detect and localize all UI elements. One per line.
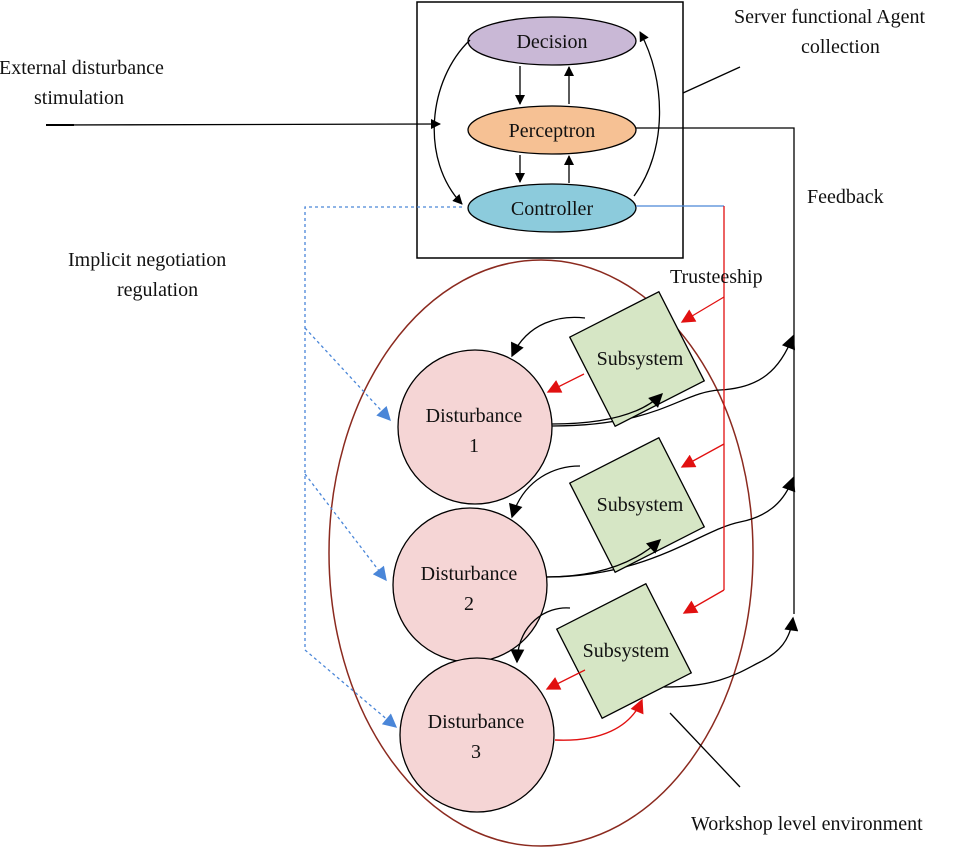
negotiation-trunk (304, 206, 462, 650)
controller-label: Controller (511, 198, 594, 220)
disturbance-label-1: Disturbance (426, 405, 523, 427)
controller-node (467, 183, 637, 233)
negotiation-arrow-1 (304, 327, 391, 422)
controller-to-decision-curve (633, 31, 661, 197)
subsystem-label-2: Subsystem (597, 494, 684, 516)
subsystem-red-arrow-3 (545, 669, 586, 690)
disturbance-index-3: 3 (471, 741, 481, 763)
subsystem-label-1: Subsystem (597, 348, 684, 370)
subsystem-to-disturbance-arrow-3 (510, 607, 571, 664)
disturbance-to-subsystem-arrow-1 (551, 393, 663, 425)
trusteeship-arrow-2 (680, 443, 725, 468)
decision-node (467, 16, 637, 66)
server-label-line2: collection (801, 36, 880, 58)
feedback-label: Feedback (807, 186, 884, 208)
disturbance-node-2 (392, 507, 548, 663)
external-label-line2: stimulation (34, 87, 124, 109)
external-label-line1: External disturbance (0, 57, 164, 79)
subsystem-node-3 (555, 582, 693, 720)
disturbance-index-2: 2 (464, 593, 474, 615)
subsystem-red-arrow-1 (546, 373, 585, 393)
trusteeship-label: Trusteeship (670, 266, 763, 288)
server-agent-box (416, 1, 684, 259)
disturbance-node-1 (397, 349, 553, 505)
subsystem-label-3: Subsystem (583, 640, 670, 662)
implicit-label-line2: regulation (117, 279, 198, 301)
server-label-leader (682, 66, 741, 94)
negotiation-arrow-3 (304, 649, 398, 728)
disturbance-label-2: Disturbance (421, 563, 518, 585)
negotiation-arrow-2 (304, 473, 387, 582)
perceptron-node (467, 105, 637, 155)
disturbance-to-subsystem-arrow-2 (545, 539, 662, 578)
subsystem-to-disturbance-arrow-1 (511, 316, 586, 358)
subsystem-to-disturbance-arrow-2 (509, 465, 581, 519)
disturbance-node-3 (399, 657, 555, 813)
decision-to-controller-curve (433, 39, 471, 205)
disturbance-index-1: 1 (469, 435, 479, 457)
implicit-label-line1: Implicit negotiation (68, 249, 226, 271)
workshop-label-leader (669, 712, 741, 788)
decision-label: Decision (516, 31, 587, 53)
workshop-label: Workshop level environment (691, 813, 923, 835)
server-label-line1: Server functional Agent (734, 6, 925, 28)
trusteeship-arrow-3 (682, 589, 725, 614)
perceptron-label: Perceptron (509, 120, 596, 142)
trusteeship-arrow-1 (680, 296, 725, 323)
disturbance-to-subsystem-red-arrow-3 (554, 698, 644, 741)
external-stimulation-arrow (47, 119, 441, 130)
disturbance-label-3: Disturbance (428, 711, 525, 733)
workshop-environment-ellipse (328, 259, 754, 847)
feedback-curve-3 (663, 616, 799, 688)
feedback-line (636, 127, 795, 614)
